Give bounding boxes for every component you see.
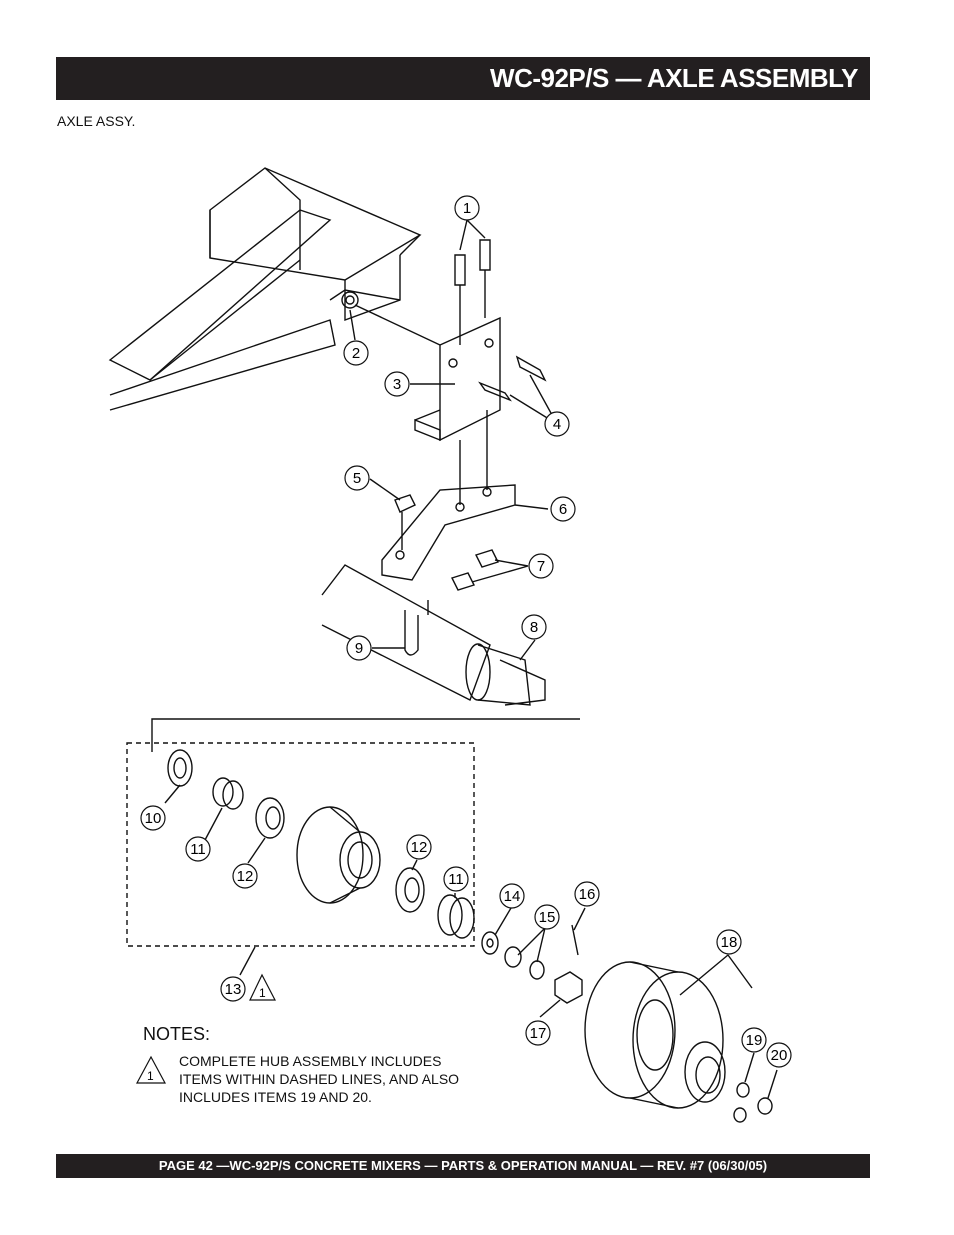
svg-text:1: 1	[259, 986, 266, 1000]
callout-13: 13	[220, 976, 246, 1002]
callout-11: 11	[443, 866, 469, 892]
callout-label: 13	[225, 981, 242, 998]
diagram-linework	[108, 167, 778, 1123]
title-bar: WC-92P/S — AXLE ASSEMBLY	[56, 57, 870, 100]
callout-label: 18	[721, 934, 738, 951]
note-text: COMPLETE HUB ASSEMBLY INCLUDES ITEMS WIT…	[179, 1052, 509, 1106]
callout-16: 16	[574, 881, 600, 907]
callout-5: 5	[344, 465, 370, 491]
callout-label: 16	[579, 886, 596, 903]
callout-10: 10	[140, 805, 166, 831]
callout-label: 2	[352, 345, 360, 362]
callout-11: 11	[185, 836, 211, 862]
callout-label: 20	[771, 1047, 788, 1064]
section-subtitle: AXLE ASSY.	[57, 113, 136, 129]
note-line: INCLUDES ITEMS 19 AND 20.	[179, 1089, 372, 1105]
callout-label: 10	[145, 810, 162, 827]
note-line: COMPLETE HUB ASSEMBLY INCLUDES	[179, 1053, 442, 1069]
callout-label: 15	[539, 909, 556, 926]
callout-12: 12	[406, 834, 432, 860]
callout-12: 12	[232, 863, 258, 889]
footer-text: PAGE 42 —WC-92P/S CONCRETE MIXERS — PART…	[158, 1158, 768, 1173]
callout-label: 11	[448, 871, 464, 888]
callout-17: 17	[525, 1020, 551, 1046]
callout-label: 14	[504, 888, 521, 905]
callout-label: 7	[537, 558, 545, 575]
callout-7: 7	[528, 553, 554, 579]
callout-label: 1	[463, 200, 471, 217]
notes-warning-triangle: 1	[135, 1055, 167, 1084]
callout-label: 19	[746, 1032, 763, 1049]
callout-label: 9	[355, 640, 363, 657]
callout-label: 12	[237, 868, 254, 885]
callout-1: 1	[454, 195, 480, 221]
callout-4: 4	[544, 411, 570, 437]
note-warning-triangle-13: 1	[249, 973, 276, 1001]
callout-label: 5	[353, 470, 361, 487]
callout-label: 8	[530, 619, 538, 636]
callout-3: 3	[384, 371, 410, 397]
callout-label: 12	[411, 839, 428, 856]
callout-label: 6	[559, 501, 567, 518]
footer-bar: PAGE 42 —WC-92P/S CONCRETE MIXERS — PART…	[56, 1154, 870, 1178]
svg-text:1: 1	[147, 1069, 154, 1083]
callout-label: 3	[393, 376, 401, 393]
callout-6: 6	[550, 496, 576, 522]
callout-2: 2	[343, 340, 369, 366]
callout-18: 18	[716, 929, 742, 955]
notes-title: NOTES:	[143, 1024, 211, 1044]
callout-20: 20	[766, 1042, 792, 1068]
callout-15: 15	[534, 904, 560, 930]
callout-label: 4	[553, 416, 561, 433]
callout-9: 9	[346, 635, 372, 661]
callout-label: 11	[190, 841, 206, 858]
callout-label: 17	[530, 1025, 547, 1042]
page-title: WC-92P/S — AXLE ASSEMBLY	[490, 63, 858, 93]
note-line: ITEMS WITHIN DASHED LINES, AND ALSO	[179, 1071, 460, 1087]
callout-8: 8	[521, 614, 547, 640]
callout-19: 19	[741, 1027, 767, 1053]
callout-14: 14	[499, 883, 525, 909]
